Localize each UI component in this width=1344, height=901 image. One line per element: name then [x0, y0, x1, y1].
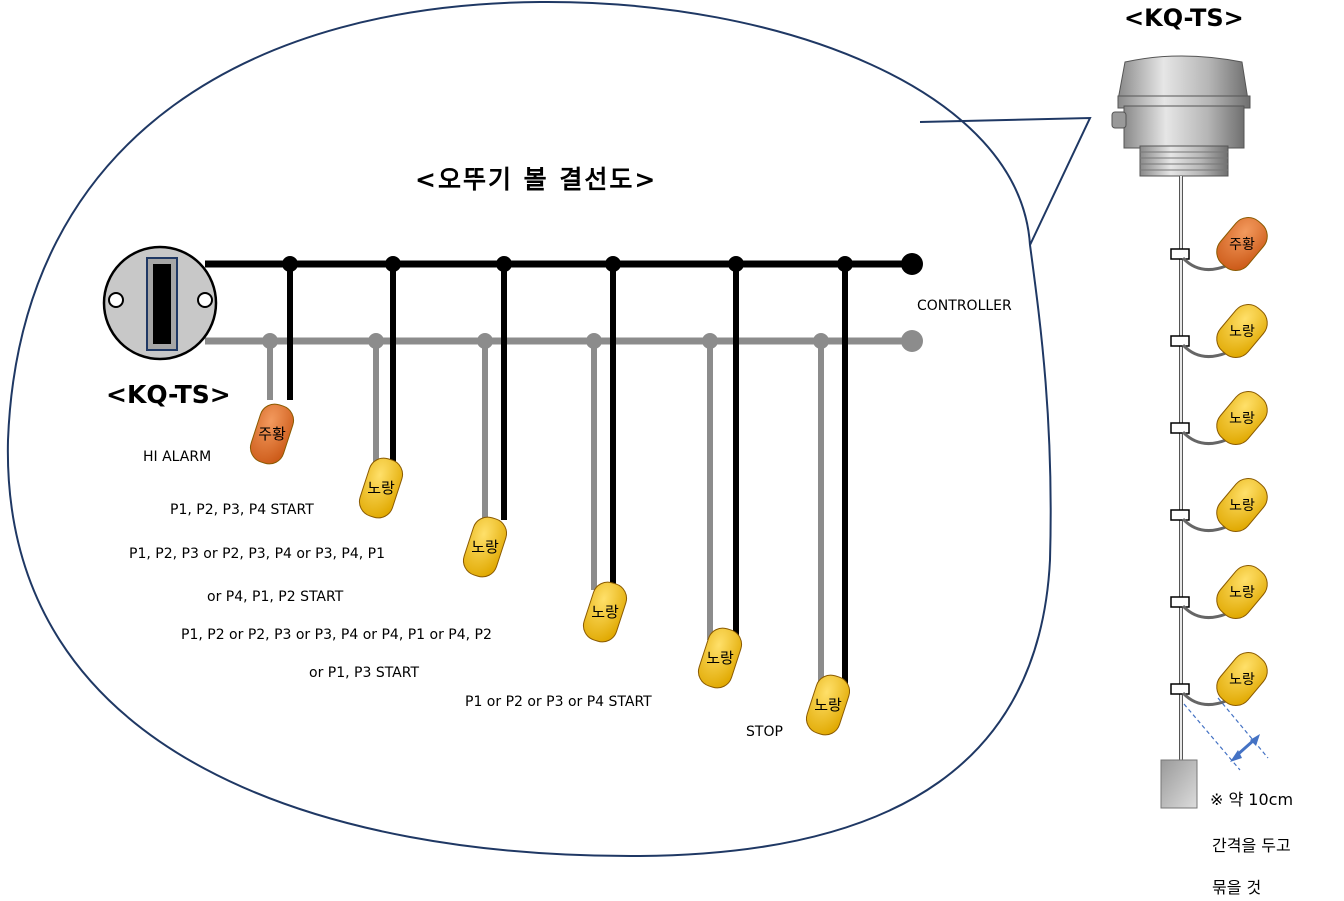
diagram-title: <오뚜기 볼 결선도> [415, 165, 658, 194]
black-junction-dot [496, 256, 512, 272]
black-junction-dot [282, 256, 298, 272]
side-float-label: 노랑 [1229, 672, 1255, 688]
side-float-ball: 노랑 [1216, 565, 1268, 619]
float-ball: 주황 [249, 403, 295, 465]
float-caption: or P1, P3 START [309, 665, 420, 681]
sensor-label: <KQ-TS> [106, 380, 231, 409]
float-ball: 노랑 [582, 581, 628, 643]
black-junction-dot [605, 256, 621, 272]
side-float-label: 노랑 [1229, 498, 1255, 514]
side-float-ball: 노랑 [1216, 478, 1268, 532]
controller-label: CONTROLLER [917, 298, 1012, 314]
float-caption: HI ALARM [143, 449, 212, 465]
float-lead-wire [1181, 430, 1227, 446]
float-color-label: 노랑 [706, 649, 734, 667]
float-caption: or P4, P1, P2 START [207, 589, 344, 605]
gray-junction-dot [262, 333, 278, 349]
sensor-plate-icon [102, 245, 218, 361]
kq-ts-sensor-housing-icon [1111, 55, 1251, 177]
side-float-ball: 노랑 [1216, 391, 1268, 445]
sinker-weight-icon [1160, 759, 1198, 809]
float-color-label: 노랑 [471, 538, 499, 556]
side-float-ball: 노랑 [1216, 304, 1268, 358]
float-lead-wire [1181, 256, 1227, 272]
float-caption: STOP [746, 724, 783, 740]
gray-junction-dot [586, 333, 602, 349]
float-lead-wire [1181, 343, 1227, 359]
float-color-label: 주황 [258, 425, 286, 443]
float-lead-wire [1181, 604, 1227, 620]
callout-balloon [6, 0, 1092, 858]
cable-tie-icon [1170, 509, 1190, 521]
float-caption: P1 or P2 or P3 or P4 START [465, 694, 652, 710]
spacing-note: 묶을 것 [1212, 878, 1262, 897]
spacing-arrow-icon [1230, 734, 1260, 762]
side-float-label: 주황 [1229, 237, 1255, 253]
black-bus-terminal [901, 253, 923, 275]
float-ball: 노랑 [358, 457, 404, 519]
float-caption: P1, P2 or P2, P3 or P3, P4 or P4, P1 or … [181, 627, 492, 643]
side-float-label: 노랑 [1229, 324, 1255, 340]
cable-tie-icon [1170, 248, 1190, 260]
gray-junction-dot [477, 333, 493, 349]
float-caption: P1, P2, P3, P4 START [170, 502, 314, 518]
cable-tie-icon [1170, 596, 1190, 608]
gray-bus-terminal [901, 330, 923, 352]
float-color-label: 노랑 [814, 696, 842, 714]
gray-junction-dot [813, 333, 829, 349]
spacing-note: ※ 약 10cm [1210, 790, 1294, 809]
float-ball: 노랑 [462, 516, 508, 578]
cable-tie-icon [1170, 422, 1190, 434]
black-junction-dot [385, 256, 401, 272]
float-ball: 노랑 [697, 627, 743, 689]
gray-junction-dot [702, 333, 718, 349]
cable-tie-icon [1170, 335, 1190, 347]
cable-tie-icon [1170, 683, 1190, 695]
side-float-ball: 노랑 [1216, 652, 1268, 706]
float-ball: 노랑 [805, 674, 851, 736]
drop-wires [262, 256, 853, 685]
side-float-label: 노랑 [1229, 411, 1255, 427]
float-lead-wire [1181, 517, 1227, 533]
float-lead-wire [1181, 691, 1227, 707]
float-color-label: 노랑 [367, 479, 395, 497]
black-junction-dot [728, 256, 744, 272]
float-caption: P1, P2, P3 or P2, P3, P4 or P3, P4, P1 [129, 546, 385, 562]
product-label: <KQ-TS> [1124, 4, 1244, 32]
gray-junction-dot [368, 333, 384, 349]
black-junction-dot [837, 256, 853, 272]
side-float-ball: 주황 [1216, 217, 1268, 271]
float-color-label: 노랑 [591, 603, 619, 621]
side-float-label: 노랑 [1229, 585, 1255, 601]
spacing-note: 간격을 두고 [1212, 836, 1291, 855]
